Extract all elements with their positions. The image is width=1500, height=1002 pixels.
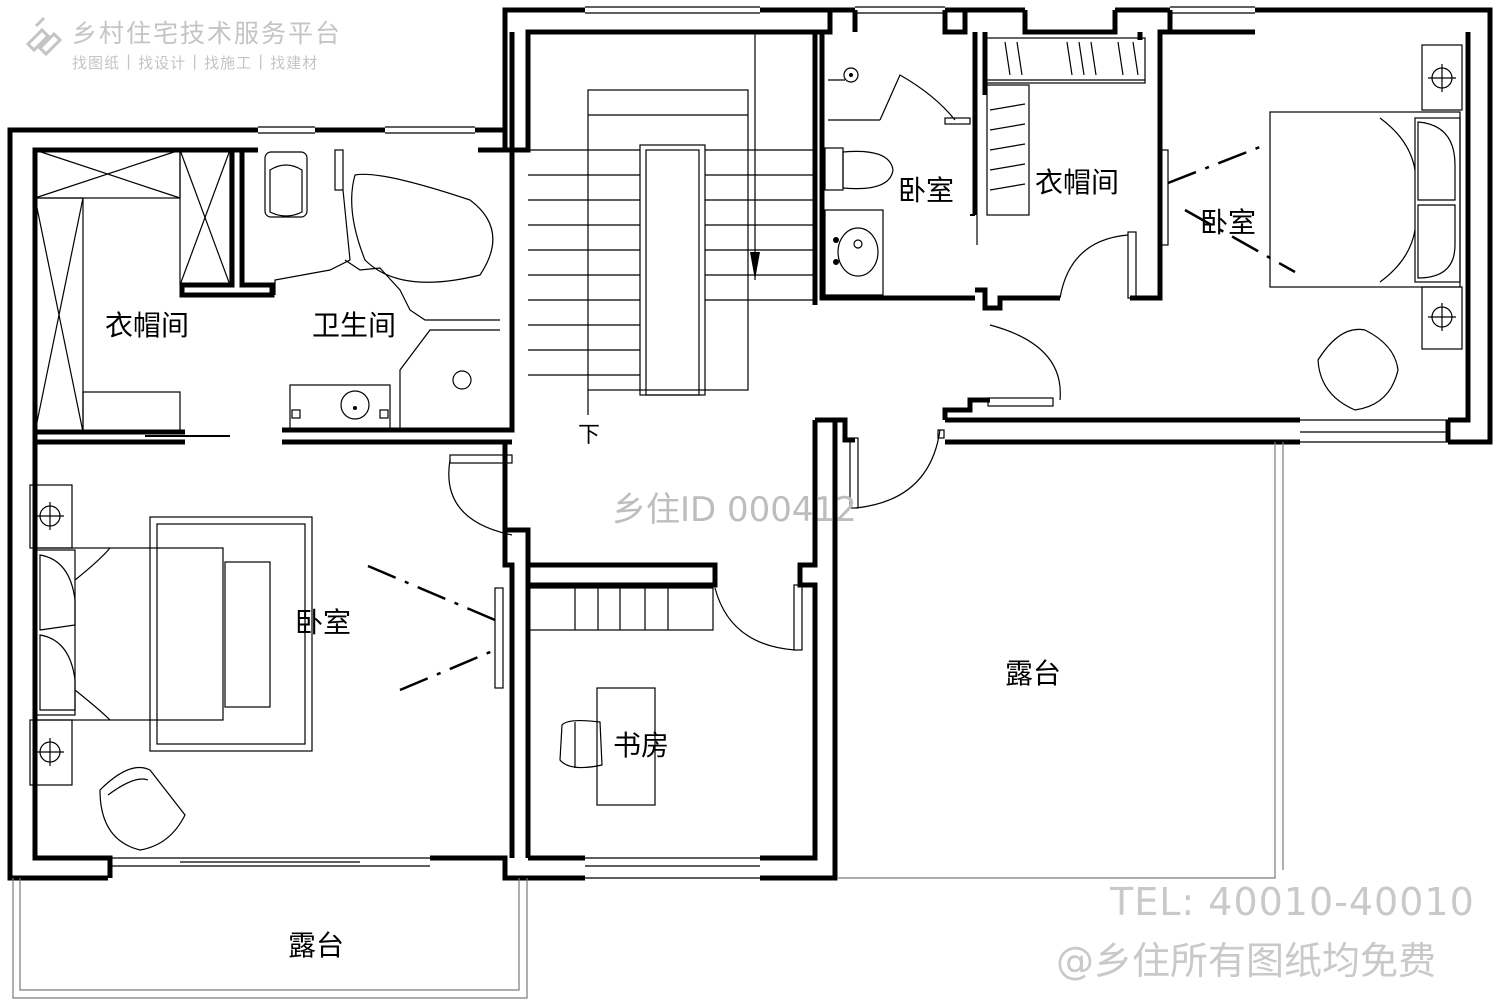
bedroom-center-fixtures: [824, 67, 978, 296]
label-bedroom-right: 卧室: [1200, 206, 1256, 239]
closet-left-fixtures: [34, 149, 231, 437]
room-labels: 衣帽间 卫生间 卧室 卧室 衣帽间 卧室 书房 露台 露台 下: [105, 166, 1256, 962]
tag-design: 找设计: [138, 54, 187, 72]
label-closet-center: 衣帽间: [1035, 166, 1119, 199]
watermark-id: 乡住ID 000412: [612, 490, 857, 530]
windows: [108, 6, 1448, 879]
platform-logo-icon: [22, 14, 66, 62]
platform-tags: 找图纸 | 找设计 | 找施工 | 找建材: [72, 52, 318, 73]
doors: [448, 231, 1137, 651]
label-bathroom: 卫生间: [312, 309, 396, 342]
platform-title: 乡村住宅技术服务平台: [72, 19, 343, 48]
tag-construction: 找施工: [204, 54, 253, 72]
terraces: [12, 442, 1284, 999]
label-bedroom-center: 卧室: [898, 174, 954, 207]
closet-center-fixtures: [984, 37, 1146, 216]
label-study: 书房: [613, 729, 669, 762]
label-bedroom-left: 卧室: [295, 606, 351, 639]
tag-materials: 找建材: [270, 54, 319, 72]
tag-separator: |: [126, 52, 133, 70]
stair-arrow-icon: [750, 252, 760, 280]
study-furniture: [527, 587, 714, 806]
label-terrace-right: 露台: [1005, 657, 1061, 690]
bedroom-right-furniture: [1159, 44, 1463, 411]
tag-separator: |: [258, 52, 265, 70]
bedroom-left-furniture: [29, 484, 504, 851]
tag-separator: |: [192, 52, 199, 70]
label-terrace-bottom: 露台: [288, 929, 344, 962]
watermark-free: @乡住所有图纸均免费: [1056, 939, 1437, 983]
label-stairs-down: 下: [578, 423, 600, 448]
tag-drawings: 找图纸: [72, 54, 121, 72]
watermark-tel: TEL: 40010-40010: [1110, 880, 1475, 924]
walls: [7, 7, 1493, 881]
label-closet-left: 衣帽间: [105, 309, 189, 342]
bathroom-fixtures: [264, 149, 500, 431]
staircase: [528, 30, 815, 415]
